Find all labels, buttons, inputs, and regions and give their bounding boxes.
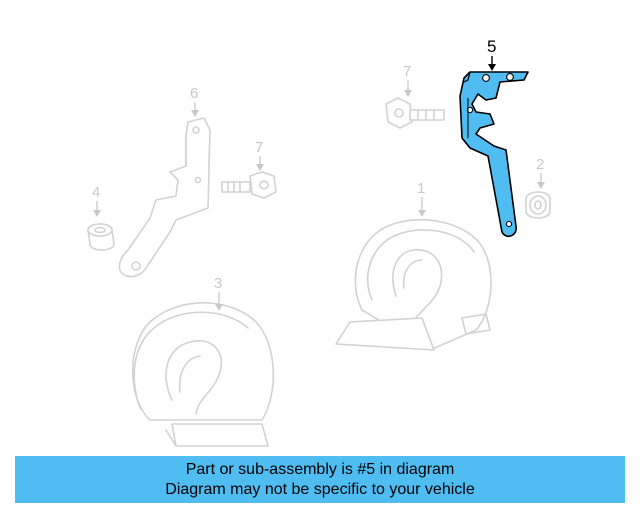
svg-text:7: 7 bbox=[403, 63, 411, 80]
svg-text:2: 2 bbox=[536, 156, 544, 173]
banner-line-part: Part or sub-assembly is #5 in diagram bbox=[185, 461, 455, 478]
part-4-nut bbox=[87, 223, 115, 251]
callout-2: 2 bbox=[536, 156, 545, 189]
parts-diagram: 3 1 6 4 bbox=[87, 37, 551, 447]
callout-3: 3 bbox=[214, 275, 223, 311]
callout-7-left: 7 bbox=[255, 139, 264, 171]
callout-4: 4 bbox=[92, 184, 101, 217]
banner-line-disclaimer: Diagram may not be specific to your vehi… bbox=[165, 481, 475, 498]
svg-text:4: 4 bbox=[92, 184, 100, 201]
part-7-bolt-right bbox=[385, 97, 445, 129]
callout-1: 1 bbox=[417, 180, 426, 217]
part-7-bolt-left bbox=[221, 171, 277, 199]
svg-text:1: 1 bbox=[417, 180, 425, 197]
part-1-horn bbox=[335, 218, 492, 351]
part-3-horn bbox=[132, 302, 275, 447]
callout-6: 6 bbox=[190, 85, 199, 117]
part-5-bracket bbox=[459, 71, 529, 238]
part-6-bracket bbox=[118, 117, 211, 278]
callout-5: 5 bbox=[487, 37, 496, 71]
callout-7-right: 7 bbox=[403, 63, 412, 97]
svg-text:6: 6 bbox=[190, 85, 198, 102]
svg-text:5: 5 bbox=[487, 37, 496, 56]
part-2-nut bbox=[525, 191, 551, 219]
svg-text:3: 3 bbox=[214, 275, 222, 292]
info-banner: Part or sub-assembly is #5 in diagram Di… bbox=[15, 456, 625, 503]
svg-text:7: 7 bbox=[255, 139, 263, 156]
